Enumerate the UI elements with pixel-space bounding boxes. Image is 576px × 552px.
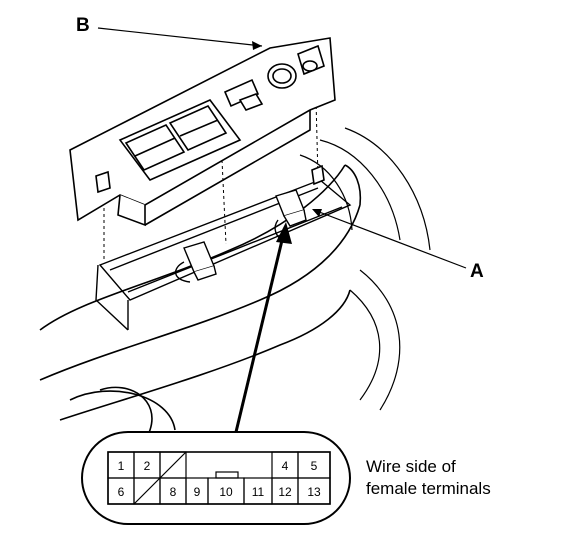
callout-b: B [76,15,90,36]
pin-label: 12 [278,485,292,499]
leader-a [313,209,467,269]
pin-label: 2 [144,459,151,473]
pinout-arrowhead [276,222,292,244]
switch-panel-b [69,37,336,227]
arrowhead-b [252,41,262,50]
pin-label: 9 [194,485,201,499]
callout-a: A [470,261,484,282]
pin-label: 8 [170,485,177,499]
pinout-arrow [234,231,286,433]
connector-a [274,189,307,241]
caption-line-2: female terminals [366,479,491,498]
pin-label: 10 [219,485,233,499]
arrowhead-a [312,209,322,217]
pin-label: 1 [118,459,125,473]
connector-caption: Wire side of female terminals [366,456,491,500]
pin-numbers: 1 2 4 5 6 8 9 10 11 12 13 [118,459,321,499]
leader-b [97,27,263,47]
pin-label: 5 [311,459,318,473]
pin-label: 6 [118,485,125,499]
terminal-cells [107,451,331,505]
pin-label: 13 [307,485,321,499]
door-lining [299,127,431,411]
pin-label: 4 [282,459,289,473]
caption-line-1: Wire side of [366,457,456,476]
pin-label: 11 [252,485,265,499]
second-connector [175,241,217,283]
